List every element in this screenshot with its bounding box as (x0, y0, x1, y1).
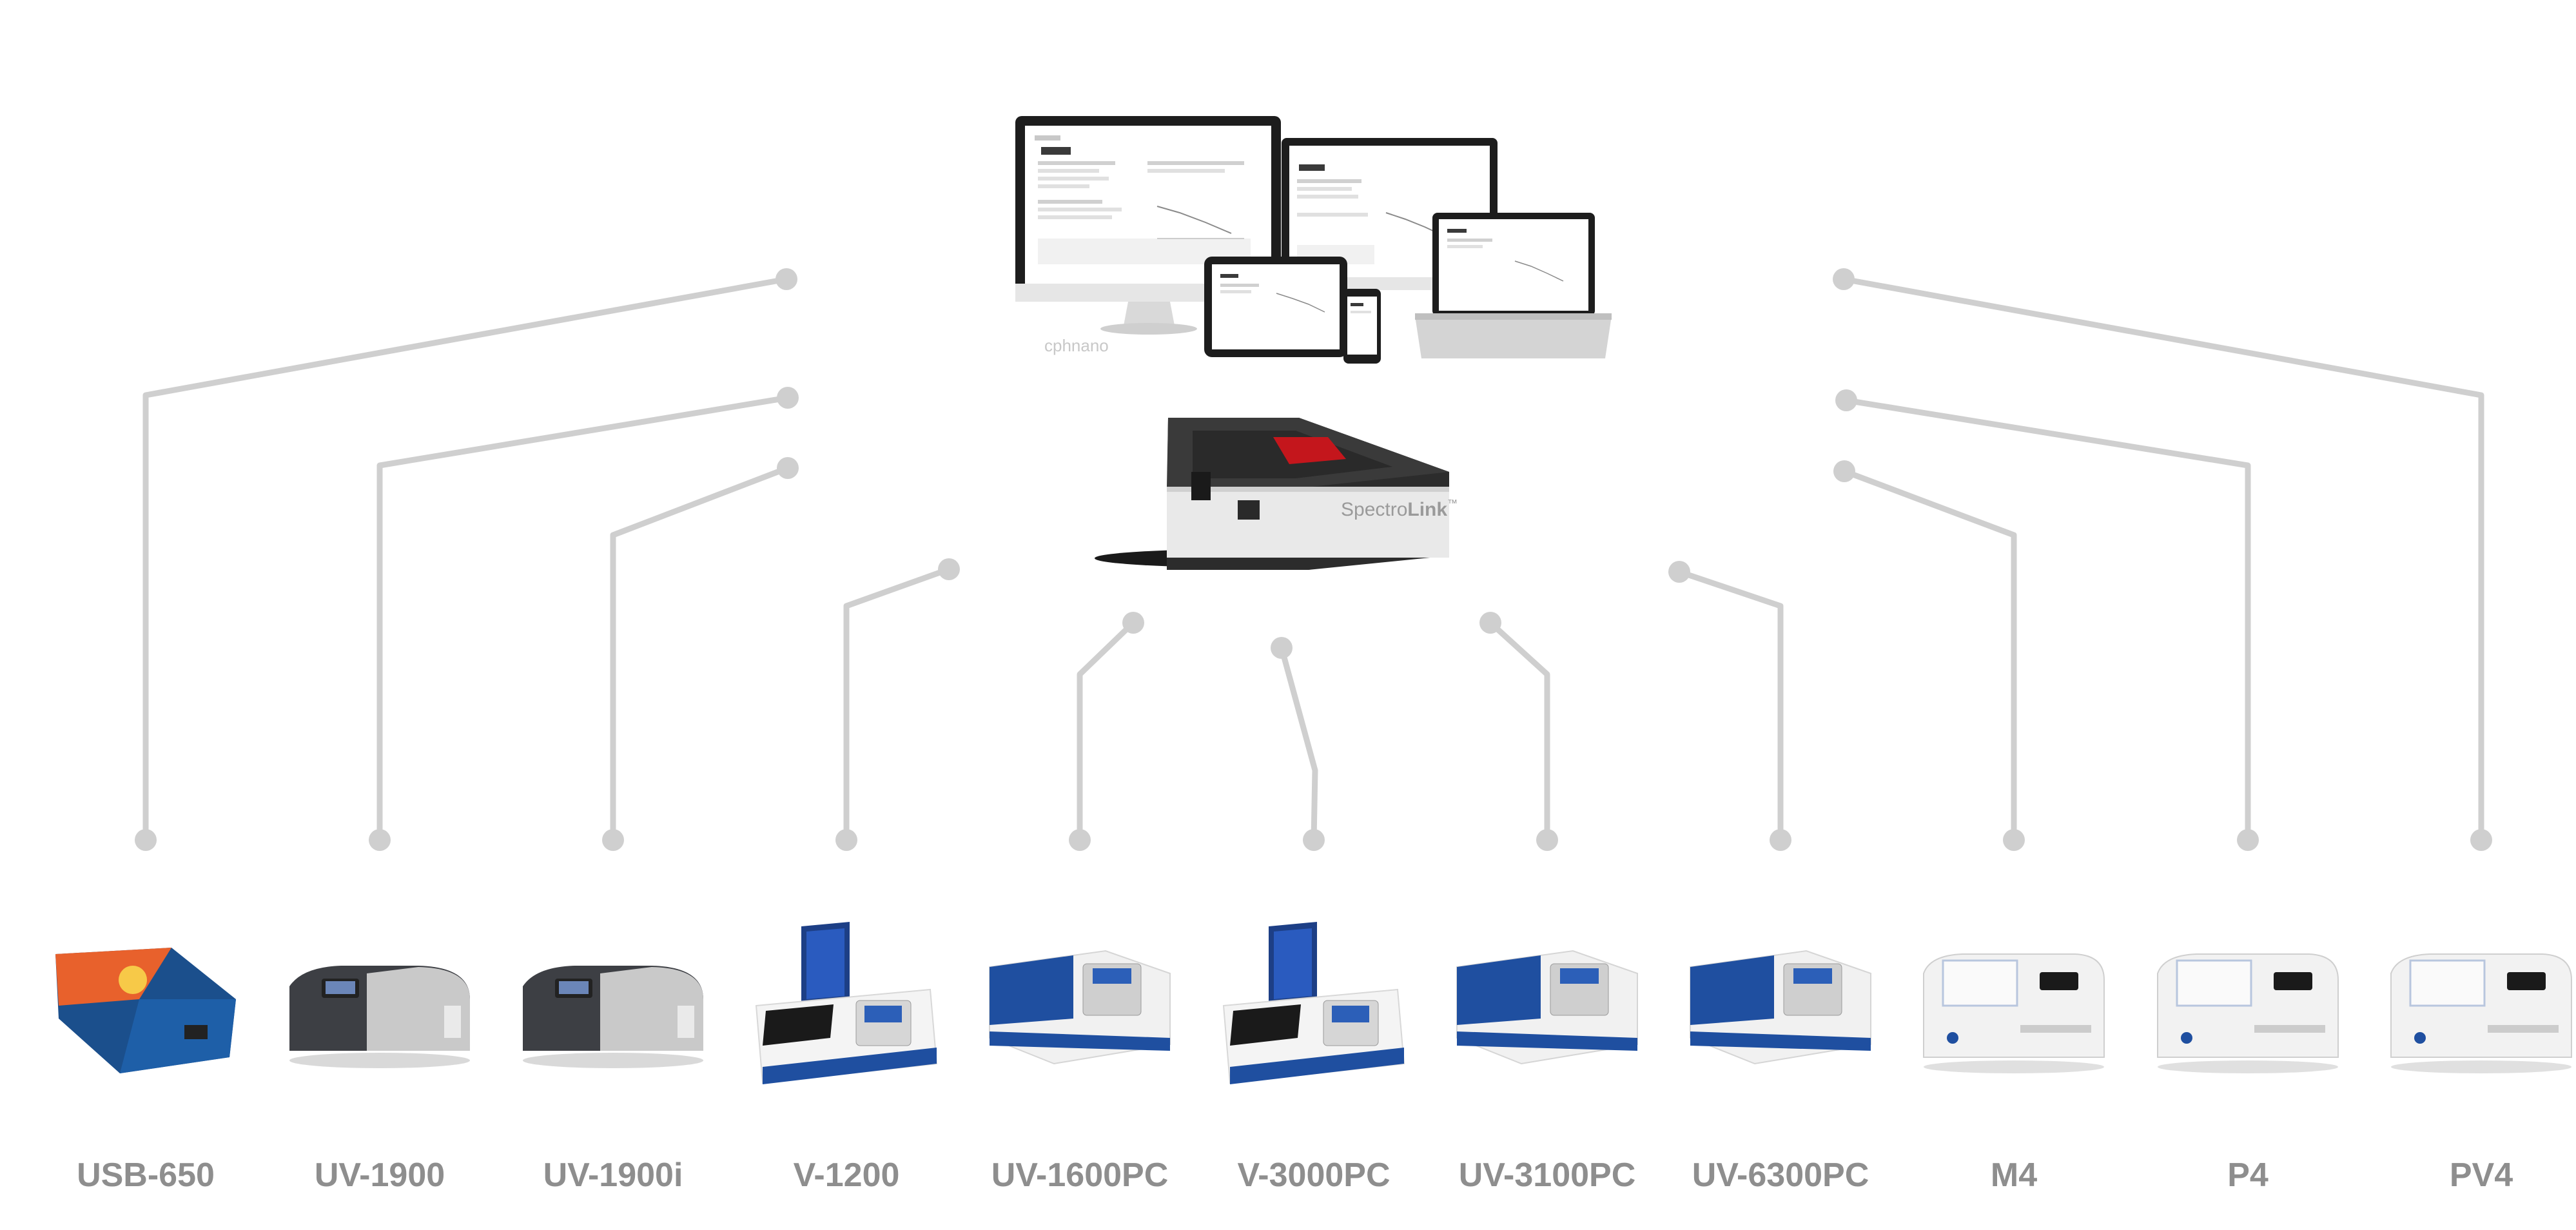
connector-line (376, 395, 788, 840)
instrument-label: USB-650 (77, 1157, 215, 1194)
instrument-label: M4 (1991, 1157, 2037, 1194)
connector-line (1843, 276, 2484, 840)
instrument-label: UV-3100PC (1459, 1157, 1636, 1194)
instrument-labels: USB-650 UV-1900 UV-1900i V-1200 UV-1600PC V-3… (77, 1157, 2513, 1194)
connector-node (835, 829, 857, 851)
instrument-label: UV-1900i (543, 1157, 683, 1194)
connector-node (2003, 829, 2025, 851)
benchtop-spectrophotometer-icon (289, 966, 470, 1068)
white-spectrophotometer-icon (2157, 953, 2339, 1073)
hub-name: SpectroLink™ (1341, 498, 1458, 520)
connector-node (1833, 460, 1855, 482)
connector-node (1271, 637, 1293, 659)
instrument-label: UV-6300PC (1692, 1157, 1869, 1194)
connector-line (1678, 569, 1784, 840)
connector-line (142, 276, 787, 840)
white-spectrophotometer-icon (1923, 953, 2105, 1073)
software-devices: cphnano (1015, 116, 1612, 364)
instrument-label: V-3000PC (1237, 1157, 1390, 1194)
connector-node (135, 829, 157, 851)
connector-node (1835, 389, 1857, 411)
connector-node (2237, 829, 2259, 851)
connector-node (1069, 829, 1091, 851)
connector-node (602, 829, 624, 851)
keypad-spectrophotometer-icon (1690, 950, 1871, 1065)
usb-spectrometer-icon (55, 948, 236, 1073)
instrument-label: PV4 (2450, 1157, 2513, 1194)
usb-port-icon (1238, 500, 1260, 520)
instrument-label: UV-1600PC (991, 1157, 1169, 1194)
keypad-spectrophotometer-icon (1456, 950, 1638, 1065)
connector-node (369, 829, 391, 851)
connector-line (843, 566, 950, 840)
connector-node (1479, 612, 1501, 634)
connector-node (1833, 268, 1855, 290)
instrument-label: UV-1900 (315, 1157, 445, 1194)
spectrolink-hub: SpectroLink™ (1095, 418, 1458, 570)
connector-line (1278, 647, 1318, 841)
connector-line (610, 465, 789, 840)
connector-line (1843, 468, 2017, 840)
open-lid-spectrophotometer-icon (1222, 922, 1405, 1084)
hub-red-indicator (1273, 437, 1346, 464)
open-lid-spectrophotometer-icon (755, 922, 938, 1084)
phone-icon (1343, 289, 1381, 364)
connector-node (777, 387, 799, 409)
connector-node (776, 268, 797, 290)
connector-node (1122, 612, 1144, 634)
software-brand: cphnano (1044, 336, 1109, 355)
connector-line (1488, 620, 1550, 840)
usb-port-icon (1191, 472, 1211, 500)
connector-node (2470, 829, 2492, 851)
laptop-icon (1415, 213, 1612, 358)
connector-lines (135, 268, 2492, 851)
instrument-label: P4 (2227, 1157, 2269, 1194)
tablet-icon (1204, 257, 1347, 357)
connector-node (1668, 561, 1690, 583)
instrument-row (55, 922, 2572, 1084)
connector-line (1846, 397, 2251, 840)
connector-line (1077, 620, 1136, 840)
benchtop-spectrophotometer-icon (523, 966, 703, 1068)
connector-node (1303, 829, 1325, 851)
instrument-label: V-1200 (794, 1157, 900, 1194)
connector-node (938, 558, 960, 580)
connector-node (1536, 829, 1558, 851)
connector-node (1770, 829, 1791, 851)
connector-node (777, 457, 799, 479)
keypad-spectrophotometer-icon (989, 950, 1171, 1065)
white-spectrophotometer-icon (2390, 953, 2572, 1073)
